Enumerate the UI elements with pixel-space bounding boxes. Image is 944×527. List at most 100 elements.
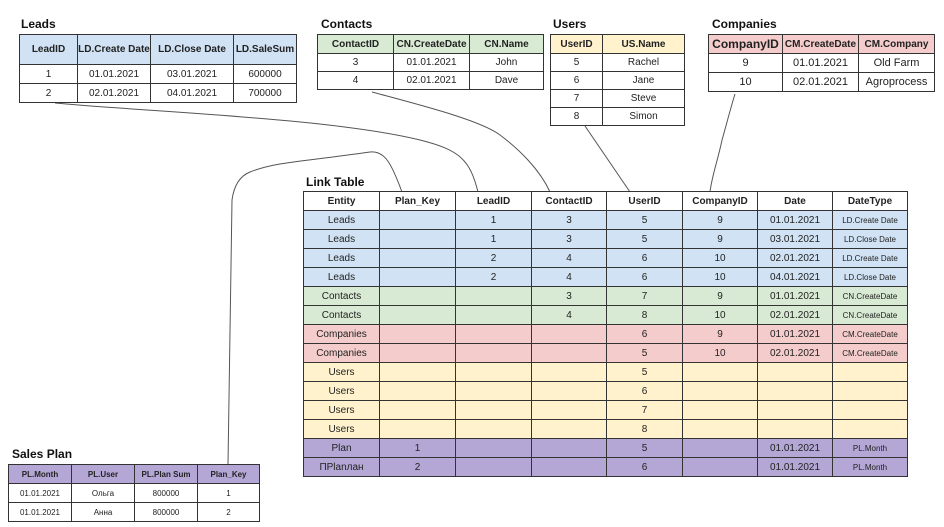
cell <box>531 457 607 477</box>
cell: 04.01.2021 <box>150 83 234 103</box>
cell: 9 <box>682 210 758 230</box>
cell <box>455 362 532 382</box>
table-row: 1 01.01.2021 03.01.2021 600000 <box>19 64 297 84</box>
cell: 02.01.2021 <box>77 83 151 103</box>
contacts-title: Contacts <box>321 17 373 31</box>
cell: 7 <box>606 286 683 306</box>
cell: 02.01.2021 <box>393 71 470 90</box>
cell <box>455 286 532 306</box>
cell <box>455 438 532 458</box>
cell: 02.01.2021 <box>782 72 859 92</box>
cell <box>455 457 532 477</box>
cell <box>379 210 456 230</box>
cell: Leads <box>303 229 380 249</box>
cell: 10 <box>682 248 758 268</box>
cell: 10 <box>682 267 758 287</box>
sales-plan-header-row: PL.Month PL.User PL.Plan Sum Plan_Key <box>8 464 260 484</box>
contacts-table: ContactID CN.CreateDate CN.Name 3 01.01.… <box>317 34 544 90</box>
cell: 5 <box>606 362 683 382</box>
companies-header-companyid: CompanyID <box>708 34 783 54</box>
cell: Companies <box>303 324 380 344</box>
cell: 01.01.2021 <box>757 457 833 477</box>
cell <box>379 286 456 306</box>
contacts-header-contactid: ContactID <box>317 34 394 54</box>
cell: 1 <box>455 210 532 230</box>
cell: 2 <box>379 457 456 477</box>
cell: CM.CreateDate <box>832 343 908 363</box>
companies-title: Companies <box>712 17 777 31</box>
table-row: 8 Simon <box>550 107 685 126</box>
link-header-datetype: DateType <box>832 191 908 211</box>
cell: LD.Close Date <box>832 267 908 287</box>
cell: 3 <box>531 286 607 306</box>
users-header-name: US.Name <box>602 34 685 54</box>
cell <box>455 343 532 363</box>
cell: 9 <box>682 286 758 306</box>
cell: Leads <box>303 248 380 268</box>
cell: Contacts <box>303 286 380 306</box>
cell: Companies <box>303 343 380 363</box>
cell: 6 <box>606 267 683 287</box>
link-header-leadid: LeadID <box>455 191 532 211</box>
table-row: 4 02.01.2021 Dave <box>317 71 544 90</box>
cell: 9 <box>682 229 758 249</box>
cell: 6 <box>606 457 683 477</box>
cell: 5 <box>606 210 683 230</box>
sales-plan-header-user: PL.User <box>71 464 135 484</box>
table-row: 01.01.2021 Ольга 800000 1 <box>8 483 260 503</box>
leads-header-leadid: LeadID <box>19 34 78 65</box>
cell: 2 <box>455 248 532 268</box>
cell: 01.01.2021 <box>782 53 859 73</box>
cell <box>682 438 758 458</box>
cell: 01.01.2021 <box>757 324 833 344</box>
cell: Dave <box>469 71 544 90</box>
cell <box>757 381 833 401</box>
cell: 8 <box>606 305 683 325</box>
cell: 01.01.2021 <box>757 286 833 306</box>
cell: CM.CreateDate <box>832 324 908 344</box>
cell <box>682 381 758 401</box>
cell: 2 <box>197 502 260 522</box>
cell: 700000 <box>233 83 297 103</box>
cell: 8 <box>550 107 603 126</box>
cell: PL.Month <box>832 438 908 458</box>
sales-plan-header-plan-key: Plan_Key <box>197 464 260 484</box>
cell <box>531 324 607 344</box>
cell <box>832 381 908 401</box>
cell <box>531 438 607 458</box>
cell <box>832 400 908 420</box>
link-header-contactid: ContactID <box>531 191 607 211</box>
cell: 4 <box>531 267 607 287</box>
cell <box>682 362 758 382</box>
cell <box>682 457 758 477</box>
link-header-plan-key: Plan_Key <box>379 191 456 211</box>
companies-header-company: CM.Company <box>858 34 935 54</box>
connector-contacts-to-link-contactid <box>371 91 551 193</box>
cell: 5 <box>606 438 683 458</box>
cell: Old Farm <box>858 53 935 73</box>
cell <box>455 400 532 420</box>
cell: 10 <box>708 72 783 92</box>
cell: 8 <box>606 419 683 439</box>
cell: John <box>469 53 544 72</box>
cell: 02.01.2021 <box>757 343 833 363</box>
leads-header-create-date: LD.Create Date <box>77 34 151 65</box>
sales-plan-header-month: PL.Month <box>8 464 72 484</box>
cell <box>379 267 456 287</box>
cell: LD.Create Date <box>832 248 908 268</box>
cell: 6 <box>606 324 683 344</box>
connector-companies-to-link-companyid <box>709 93 736 193</box>
cell: 04.01.2021 <box>757 267 833 287</box>
cell <box>757 400 833 420</box>
table-row: 7 Steve <box>550 89 685 108</box>
cell: 2 <box>19 83 78 103</box>
users-header-userid: UserID <box>550 34 603 54</box>
cell <box>379 419 456 439</box>
